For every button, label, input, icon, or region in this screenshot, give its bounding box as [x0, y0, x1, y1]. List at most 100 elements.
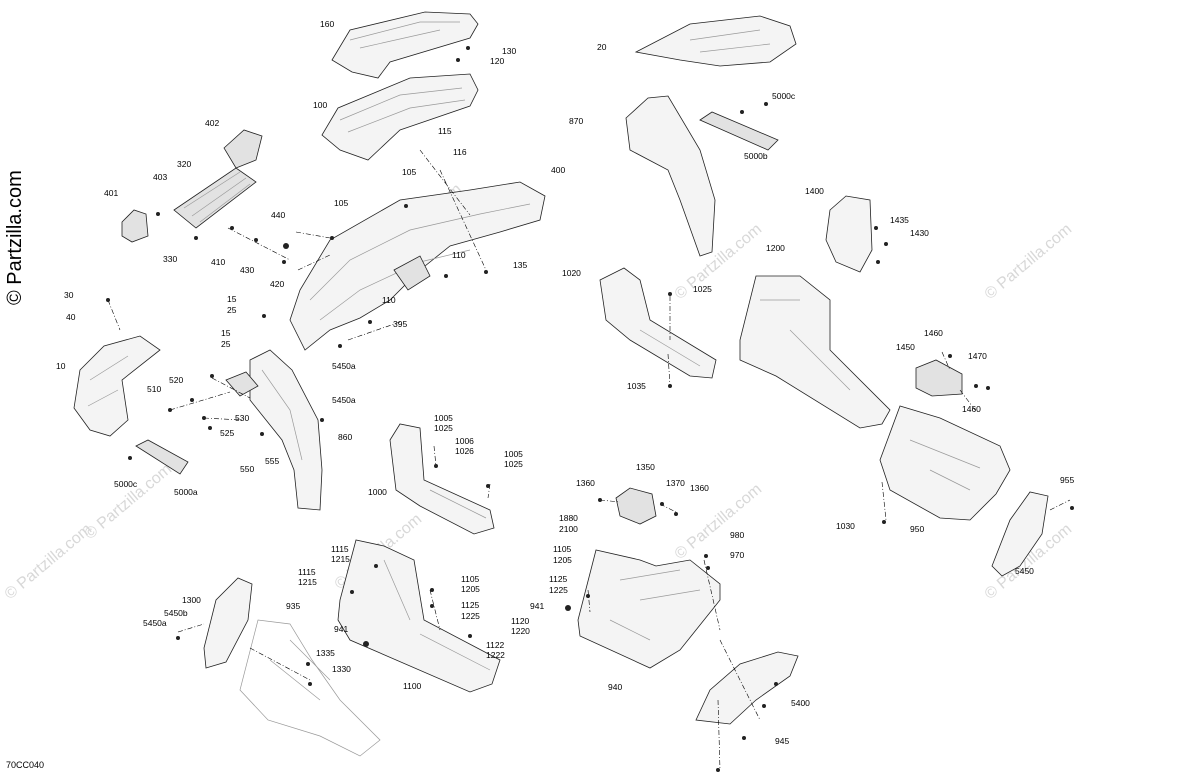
callout-label: 110 [452, 250, 466, 260]
callout-label: 1225 [549, 585, 568, 595]
callout-label: 395 [393, 319, 407, 329]
callout-label: 1215 [331, 554, 350, 564]
callout-label: 1105 [461, 574, 480, 584]
callout-label: 555 [265, 456, 279, 466]
part-right-trim-1400 [825, 195, 873, 273]
callout-label: 320 [177, 159, 191, 169]
part-left-pillar [249, 349, 323, 511]
callout-label: 402 [205, 118, 219, 128]
callout-label: 20 [597, 42, 607, 52]
callout-label: 1035 [627, 381, 646, 391]
callout-label: 1470 [968, 351, 987, 361]
part-side-trim-right [991, 491, 1049, 577]
callout-label: 945 [775, 736, 789, 746]
parts-artwork [73, 11, 1049, 757]
callout-label: 1005 [504, 449, 523, 459]
callout-label: 1200 [766, 243, 785, 253]
callout-label: 950 [910, 524, 924, 534]
callout-label: 130 [502, 46, 516, 56]
callout-label: 420 [270, 279, 284, 289]
callout-label: 1220 [511, 626, 530, 636]
callout-label: 1350 [636, 462, 655, 472]
callout-label: 330 [163, 254, 177, 264]
callout-label: 5450b [164, 608, 188, 618]
callout-label: 870 [569, 116, 583, 126]
callout-label: 120 [490, 56, 504, 66]
callout-label: 525 [220, 428, 234, 438]
callout-label: 1460 [924, 328, 943, 338]
callout-label: 5400 [791, 698, 810, 708]
part-roof-tray [321, 73, 479, 161]
callout-label: 400 [551, 165, 565, 175]
callout-label: 1400 [805, 186, 824, 196]
callout-label: 940 [608, 682, 622, 692]
part-grille-320 [173, 167, 257, 229]
callout-label: 1025 [504, 459, 523, 469]
callout-label: 105 [402, 167, 416, 177]
fasteners [106, 46, 1074, 772]
part-floor-rear-right [879, 405, 1011, 521]
watermark: © Partzilla.com [2, 521, 96, 603]
callout-label: 520 [169, 375, 183, 385]
callout-label: 5000a [174, 487, 198, 497]
callout-label: 1000 [368, 487, 387, 497]
callout-label: 430 [240, 265, 254, 275]
callout-label: 1120 [511, 616, 530, 626]
part-floor-left-ghost [239, 619, 381, 757]
part-bracket-1450 [915, 359, 963, 397]
callout-label: 1122 [486, 640, 505, 650]
callout-label: 955 [1060, 475, 1074, 485]
diagram-code: 70CC040 [6, 760, 45, 770]
callout-label: 1105 [553, 544, 572, 554]
callout-label: 5450a [143, 618, 167, 628]
callout-label: 100 [313, 100, 327, 110]
callout-label: 116 [453, 147, 467, 157]
callout-label: 1335 [316, 648, 335, 658]
callout-label: 1006 [455, 436, 474, 446]
callout-label: 5450 [1015, 566, 1034, 576]
callout-label: 970 [730, 550, 744, 560]
callout-label: 15 [221, 328, 231, 338]
callout-label: 401 [104, 188, 118, 198]
callout-label: 403 [153, 172, 167, 182]
callout-label: 1450 [896, 342, 915, 352]
part-reflector-5000b [699, 111, 779, 151]
callout-label: 1026 [455, 446, 474, 456]
callout-label: 1205 [553, 555, 572, 565]
callout-label: 550 [240, 464, 254, 474]
callout-label: 15 [227, 294, 237, 304]
callout-label: 941 [334, 624, 348, 634]
callout-label: 1360 [690, 483, 709, 493]
callout-label: 1430 [910, 228, 929, 238]
callout-label: 5000c [114, 479, 138, 489]
callout-label: 10 [56, 361, 66, 371]
callout-label: 5450a [332, 395, 356, 405]
part-center-rail-1000 [389, 423, 495, 535]
background-watermarks: © Partzilla.com © Partzilla.com © Partzi… [2, 181, 1076, 603]
callout-label: 1125 [461, 600, 480, 610]
callout-label: 1222 [486, 650, 505, 660]
callout-label: 1115 [298, 567, 316, 577]
callout-label: 1330 [332, 664, 351, 674]
callout-label: 160 [320, 19, 334, 29]
callout-label: 1125 [549, 574, 568, 584]
callout-label: 1460 [962, 404, 981, 414]
callout-label: 5450a [332, 361, 356, 371]
watermark: © Partzilla.com [82, 461, 176, 543]
part-right-pillar [625, 95, 716, 257]
callout-label: 860 [338, 432, 352, 442]
part-bracket-1350 [615, 487, 657, 525]
callout-label: 1300 [182, 595, 201, 605]
part-roof-cover-right [634, 15, 797, 67]
part-front-fender-left [73, 335, 161, 437]
part-floor-right [739, 275, 891, 429]
callout-label: 1025 [434, 423, 453, 433]
callout-label: 1020 [562, 268, 581, 278]
callout-label: 530 [235, 413, 249, 423]
callout-labels: 160130120100205000c8705000b4021151163204… [56, 19, 1074, 746]
callout-label: 1025 [693, 284, 712, 294]
callout-label: 115 [438, 126, 452, 136]
callout-label: 1215 [298, 577, 317, 587]
part-rocker-right [599, 267, 717, 379]
